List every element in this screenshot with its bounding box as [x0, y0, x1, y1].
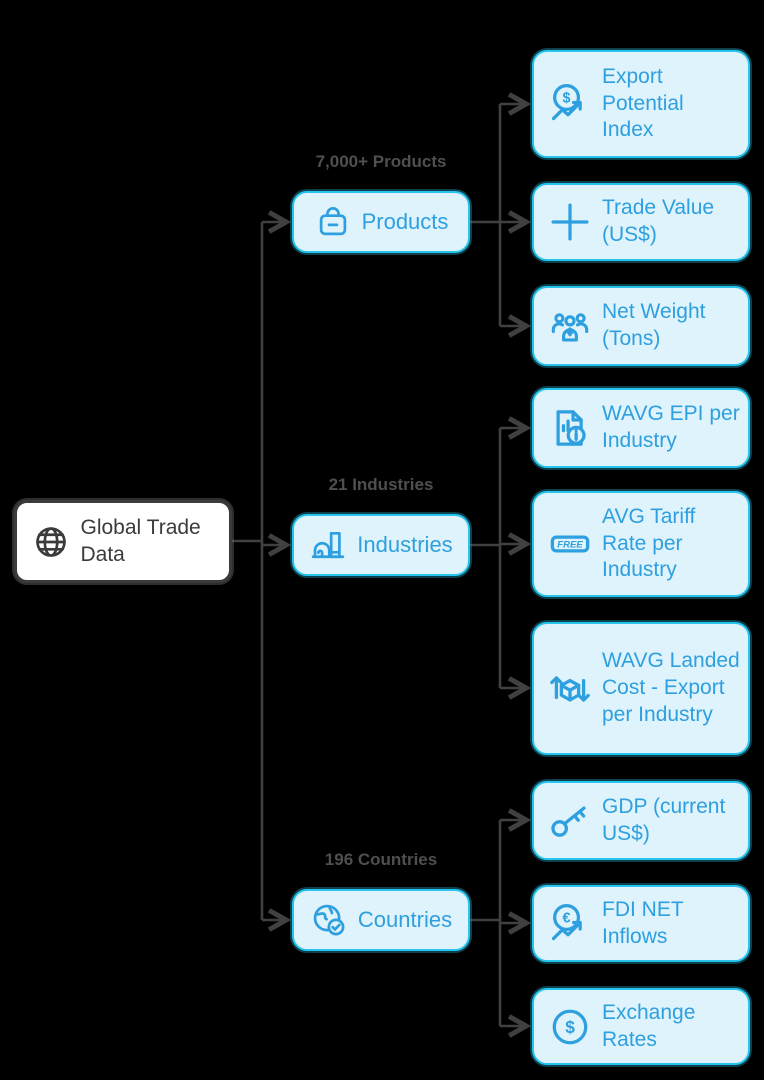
- child-node-avg-tariff[interactable]: FREE AVG Tariff Rate per Industry: [532, 491, 750, 597]
- child-node-gdp[interactable]: GDP (current US$): [532, 781, 750, 860]
- child-node-wavg-landed-cost[interactable]: WAVG Landed Cost - Export per Industry: [532, 622, 750, 755]
- dollar-circle-icon: $: [544, 1004, 596, 1050]
- factory-icon: [309, 526, 347, 564]
- child-node-export-potential-index[interactable]: $ Export Potential Index: [532, 50, 750, 158]
- child-node-fdi-net-inflows[interactable]: € FDI NET Inflows: [532, 885, 750, 962]
- root-node-global-trade-data[interactable]: Global Trade Data: [14, 500, 232, 583]
- people-group-icon: [544, 304, 596, 348]
- branch-node-products[interactable]: Products: [292, 191, 470, 253]
- child-node-trade-value[interactable]: Trade Value (US$): [532, 183, 750, 261]
- svg-text:$: $: [563, 90, 571, 106]
- branch-label: Products: [361, 209, 449, 234]
- child-label: GDP (current US$): [602, 794, 726, 845]
- shopping-bag-icon: [314, 203, 352, 241]
- document-chart-info-icon: [544, 405, 596, 451]
- count-label-countries: 196 Countries: [324, 850, 438, 869]
- child-node-wavg-epi[interactable]: WAVG EPI per Industry: [532, 388, 750, 468]
- child-label: FDI NET Inflows: [602, 897, 684, 948]
- globe-check-icon: [310, 901, 348, 939]
- free-tag-icon: FREE: [544, 521, 596, 567]
- count-label-products: 7,000+ Products: [315, 152, 447, 171]
- svg-text:€: €: [563, 910, 571, 926]
- count-label-industries: 21 Industries: [328, 475, 434, 494]
- key-icon: [544, 798, 596, 844]
- branch-node-countries[interactable]: Countries: [292, 889, 470, 951]
- child-node-exchange-rates[interactable]: $ Exchange Rates: [532, 988, 750, 1065]
- svg-text:FREE: FREE: [557, 540, 583, 551]
- euro-growth-icon: €: [544, 901, 596, 947]
- plus-icon: [544, 199, 596, 245]
- package-arrows-icon: [544, 666, 596, 712]
- child-label: Trade Value (US$): [602, 196, 715, 246]
- branch-label: Industries: [357, 532, 453, 557]
- child-label: Exchange Rates: [602, 1000, 696, 1051]
- child-node-net-weight[interactable]: Net Weight (Tons): [532, 286, 750, 366]
- svg-text:$: $: [565, 1017, 575, 1037]
- child-label: WAVG Landed Cost - Export per Industry: [602, 649, 740, 726]
- branch-node-industries[interactable]: Industries: [292, 514, 470, 576]
- child-label: Net Weight (Tons): [602, 300, 706, 350]
- child-label: AVG Tariff Rate per Industry: [602, 504, 696, 582]
- child-label: WAVG EPI per Industry: [602, 402, 740, 452]
- root-label: Global Trade Data: [80, 516, 201, 566]
- globe-icon: [32, 523, 70, 561]
- branch-label: Countries: [357, 907, 453, 932]
- dollar-growth-icon: $: [544, 81, 596, 127]
- child-label: Export Potential Index: [602, 64, 684, 142]
